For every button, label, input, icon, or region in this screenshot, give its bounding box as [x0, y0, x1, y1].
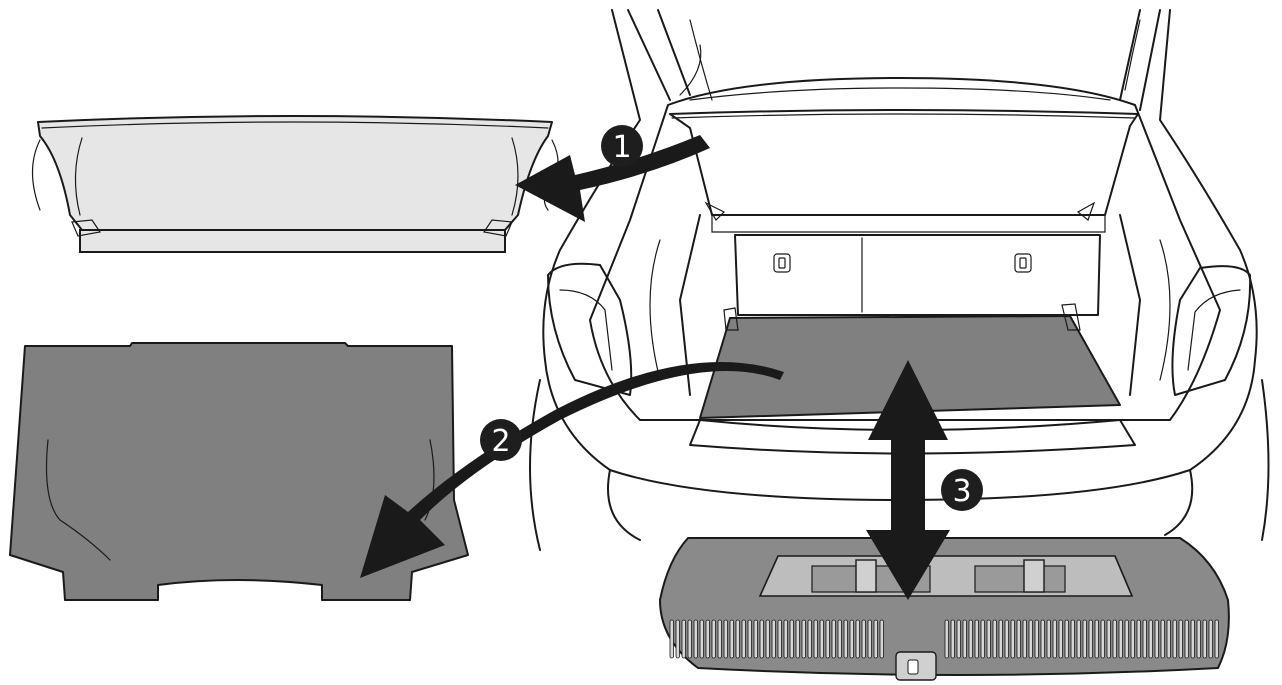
- vent-slot: [945, 620, 949, 658]
- parcel-shelf-removed: [33, 116, 559, 252]
- vent-slot: [718, 620, 722, 658]
- step-badge-1: 1: [601, 125, 643, 167]
- vent-slot: [730, 620, 734, 658]
- step-number-2: 2: [491, 424, 510, 459]
- vent-slot: [1167, 620, 1171, 658]
- vent-slot: [868, 620, 872, 658]
- vent-slot: [1149, 620, 1153, 658]
- vent-slot: [1083, 620, 1087, 658]
- vent-slot: [1059, 620, 1063, 658]
- vent-slot: [844, 620, 848, 658]
- vent-slot: [957, 620, 961, 658]
- vent-slot: [1197, 620, 1201, 658]
- vent-slot: [1119, 620, 1123, 658]
- vent-slot: [1071, 620, 1075, 658]
- vent-slot: [838, 620, 842, 658]
- step-badge-3: 3: [941, 469, 983, 511]
- vent-slot: [784, 620, 788, 658]
- vent-slot: [975, 620, 979, 658]
- vent-slot: [1191, 620, 1195, 658]
- vent-slot: [862, 620, 866, 658]
- vent-slot: [748, 620, 752, 658]
- vent-slot: [1215, 620, 1219, 658]
- vent-slot: [1047, 620, 1051, 658]
- vent-slot: [1095, 620, 1099, 658]
- vent-slot: [951, 620, 955, 658]
- vent-slot: [1017, 620, 1021, 658]
- vent-slot: [778, 620, 782, 658]
- vent-slot: [694, 620, 698, 658]
- vent-slot: [981, 620, 985, 658]
- sill-cover-removed: [660, 538, 1229, 680]
- vent-slot: [856, 620, 860, 658]
- vent-slot: [1161, 620, 1165, 658]
- vent-slot: [736, 620, 740, 658]
- vent-slot: [820, 620, 824, 658]
- vent-slot: [1089, 620, 1093, 658]
- vent-slot: [790, 620, 794, 658]
- vent-slot: [999, 620, 1003, 658]
- step-badge-2: 2: [480, 419, 522, 461]
- vent-slot: [1053, 620, 1057, 658]
- vent-slot: [1185, 620, 1189, 658]
- vent-slot: [670, 620, 674, 658]
- vent-slot: [724, 620, 728, 658]
- vent-slot: [963, 620, 967, 658]
- vent-slot: [993, 620, 997, 658]
- vent-slot: [808, 620, 812, 658]
- vent-slot: [1137, 620, 1141, 658]
- vent-slot: [874, 620, 878, 658]
- vent-slot: [987, 620, 991, 658]
- parcel-shelf-installed: [670, 110, 1138, 215]
- left-tail-light: [548, 264, 631, 395]
- vent-slot: [1125, 620, 1129, 658]
- vent-slot: [826, 620, 830, 658]
- vent-slot: [712, 620, 716, 658]
- vent-slot: [676, 620, 680, 658]
- vent-slot: [706, 620, 710, 658]
- vent-slot: [772, 620, 776, 658]
- vent-slot: [969, 620, 973, 658]
- vent-slot: [1203, 620, 1207, 658]
- vent-slot: [1101, 620, 1105, 658]
- vent-slot: [1131, 620, 1135, 658]
- vent-slot: [1107, 620, 1111, 658]
- step-number-3: 3: [952, 474, 971, 509]
- vent-slot: [802, 620, 806, 658]
- vent-slot: [1065, 620, 1069, 658]
- right-tail-light: [1172, 266, 1250, 395]
- vent-slot: [742, 620, 746, 658]
- vent-slot: [1041, 620, 1045, 658]
- vent-slot: [682, 620, 686, 658]
- vent-slot: [850, 620, 854, 658]
- vent-slot: [832, 620, 836, 658]
- vent-slot: [1209, 620, 1213, 658]
- vent-slot: [1179, 620, 1183, 658]
- vent-slot: [1143, 620, 1147, 658]
- vent-slot: [1155, 620, 1159, 658]
- vent-slot: [1029, 620, 1033, 658]
- vent-slot: [766, 620, 770, 658]
- vent-slot: [880, 620, 884, 658]
- vent-slot: [1077, 620, 1081, 658]
- vent-slot: [688, 620, 692, 658]
- vent-slot: [796, 620, 800, 658]
- vent-slot: [1005, 620, 1009, 658]
- vent-slot: [1173, 620, 1177, 658]
- vent-slot: [700, 620, 704, 658]
- vent-slot: [1113, 620, 1117, 658]
- vent-slot: [814, 620, 818, 658]
- vent-slot: [1035, 620, 1039, 658]
- vent-slot: [1023, 620, 1027, 658]
- vent-slot: [760, 620, 764, 658]
- vent-slot: [754, 620, 758, 658]
- step-number-1: 1: [612, 130, 631, 165]
- vent-slot: [1011, 620, 1015, 658]
- rear-seat-back: [735, 235, 1100, 315]
